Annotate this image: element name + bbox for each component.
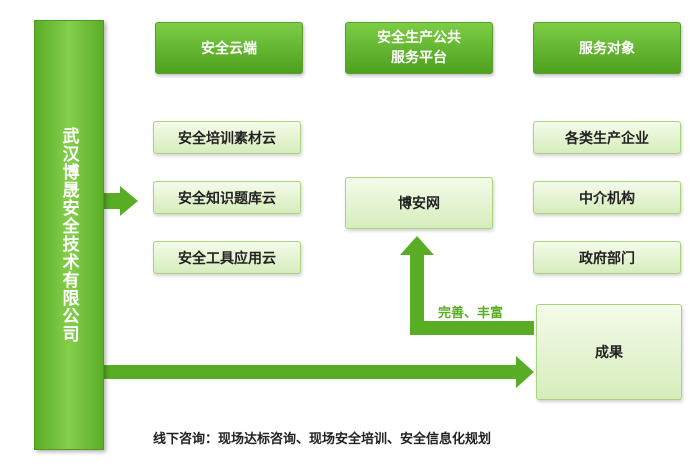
cloud-question-bank: 安全知识题库云	[153, 181, 301, 214]
header-platform: 安全生产公共 服务平台	[345, 22, 493, 74]
cloud-tools: 安全工具应用云	[153, 241, 301, 274]
cloud-training-materials: 安全培训素材云	[153, 121, 301, 154]
target-agencies: 中介机构	[533, 181, 681, 214]
target-enterprises: 各类生产企业	[533, 121, 681, 154]
result-box: 成果	[536, 304, 682, 400]
target-government: 政府部门	[533, 241, 681, 274]
arrow-label: 完善、丰富	[438, 306, 504, 321]
footer-text: 线下咨询：现场达标咨询、现场安全培训、安全信息化规划	[153, 432, 492, 447]
company-name: 武汉博晟安全技术有限公司	[58, 127, 79, 343]
company-bar: 武汉博晟安全技术有限公司	[34, 20, 104, 450]
result-to-hub-arrow	[400, 236, 534, 335]
header-cloud: 安全云端	[155, 22, 303, 74]
company-to-result-arrow	[104, 356, 534, 388]
header-targets: 服务对象	[533, 22, 681, 74]
hub-boanwang: 博安网	[345, 177, 493, 229]
company-to-clouds-arrow	[104, 186, 138, 216]
